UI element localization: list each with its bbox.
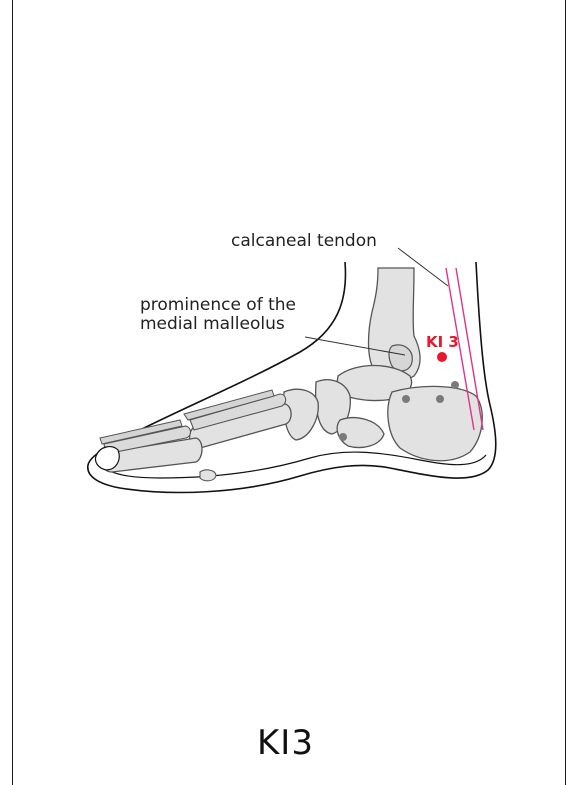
landmark-dot [436,395,444,403]
annotation-malleolus-line1: prominence of the [140,296,296,315]
landmark-dot [339,433,347,441]
landmark-dot [402,395,410,403]
cuboid-bone [337,418,384,448]
annotation-malleolus-line2: medial malleolus [140,315,285,334]
page-title: KI3 [0,723,571,763]
landmark-dot [451,381,459,389]
annotation-calcaneal-tendon: calcaneal tendon [231,232,377,251]
big-toe-tip [95,447,119,470]
sesamoid-bone [200,470,216,481]
ki3-point-marker [437,352,447,362]
ki3-point-label: KI 3 [426,333,459,351]
